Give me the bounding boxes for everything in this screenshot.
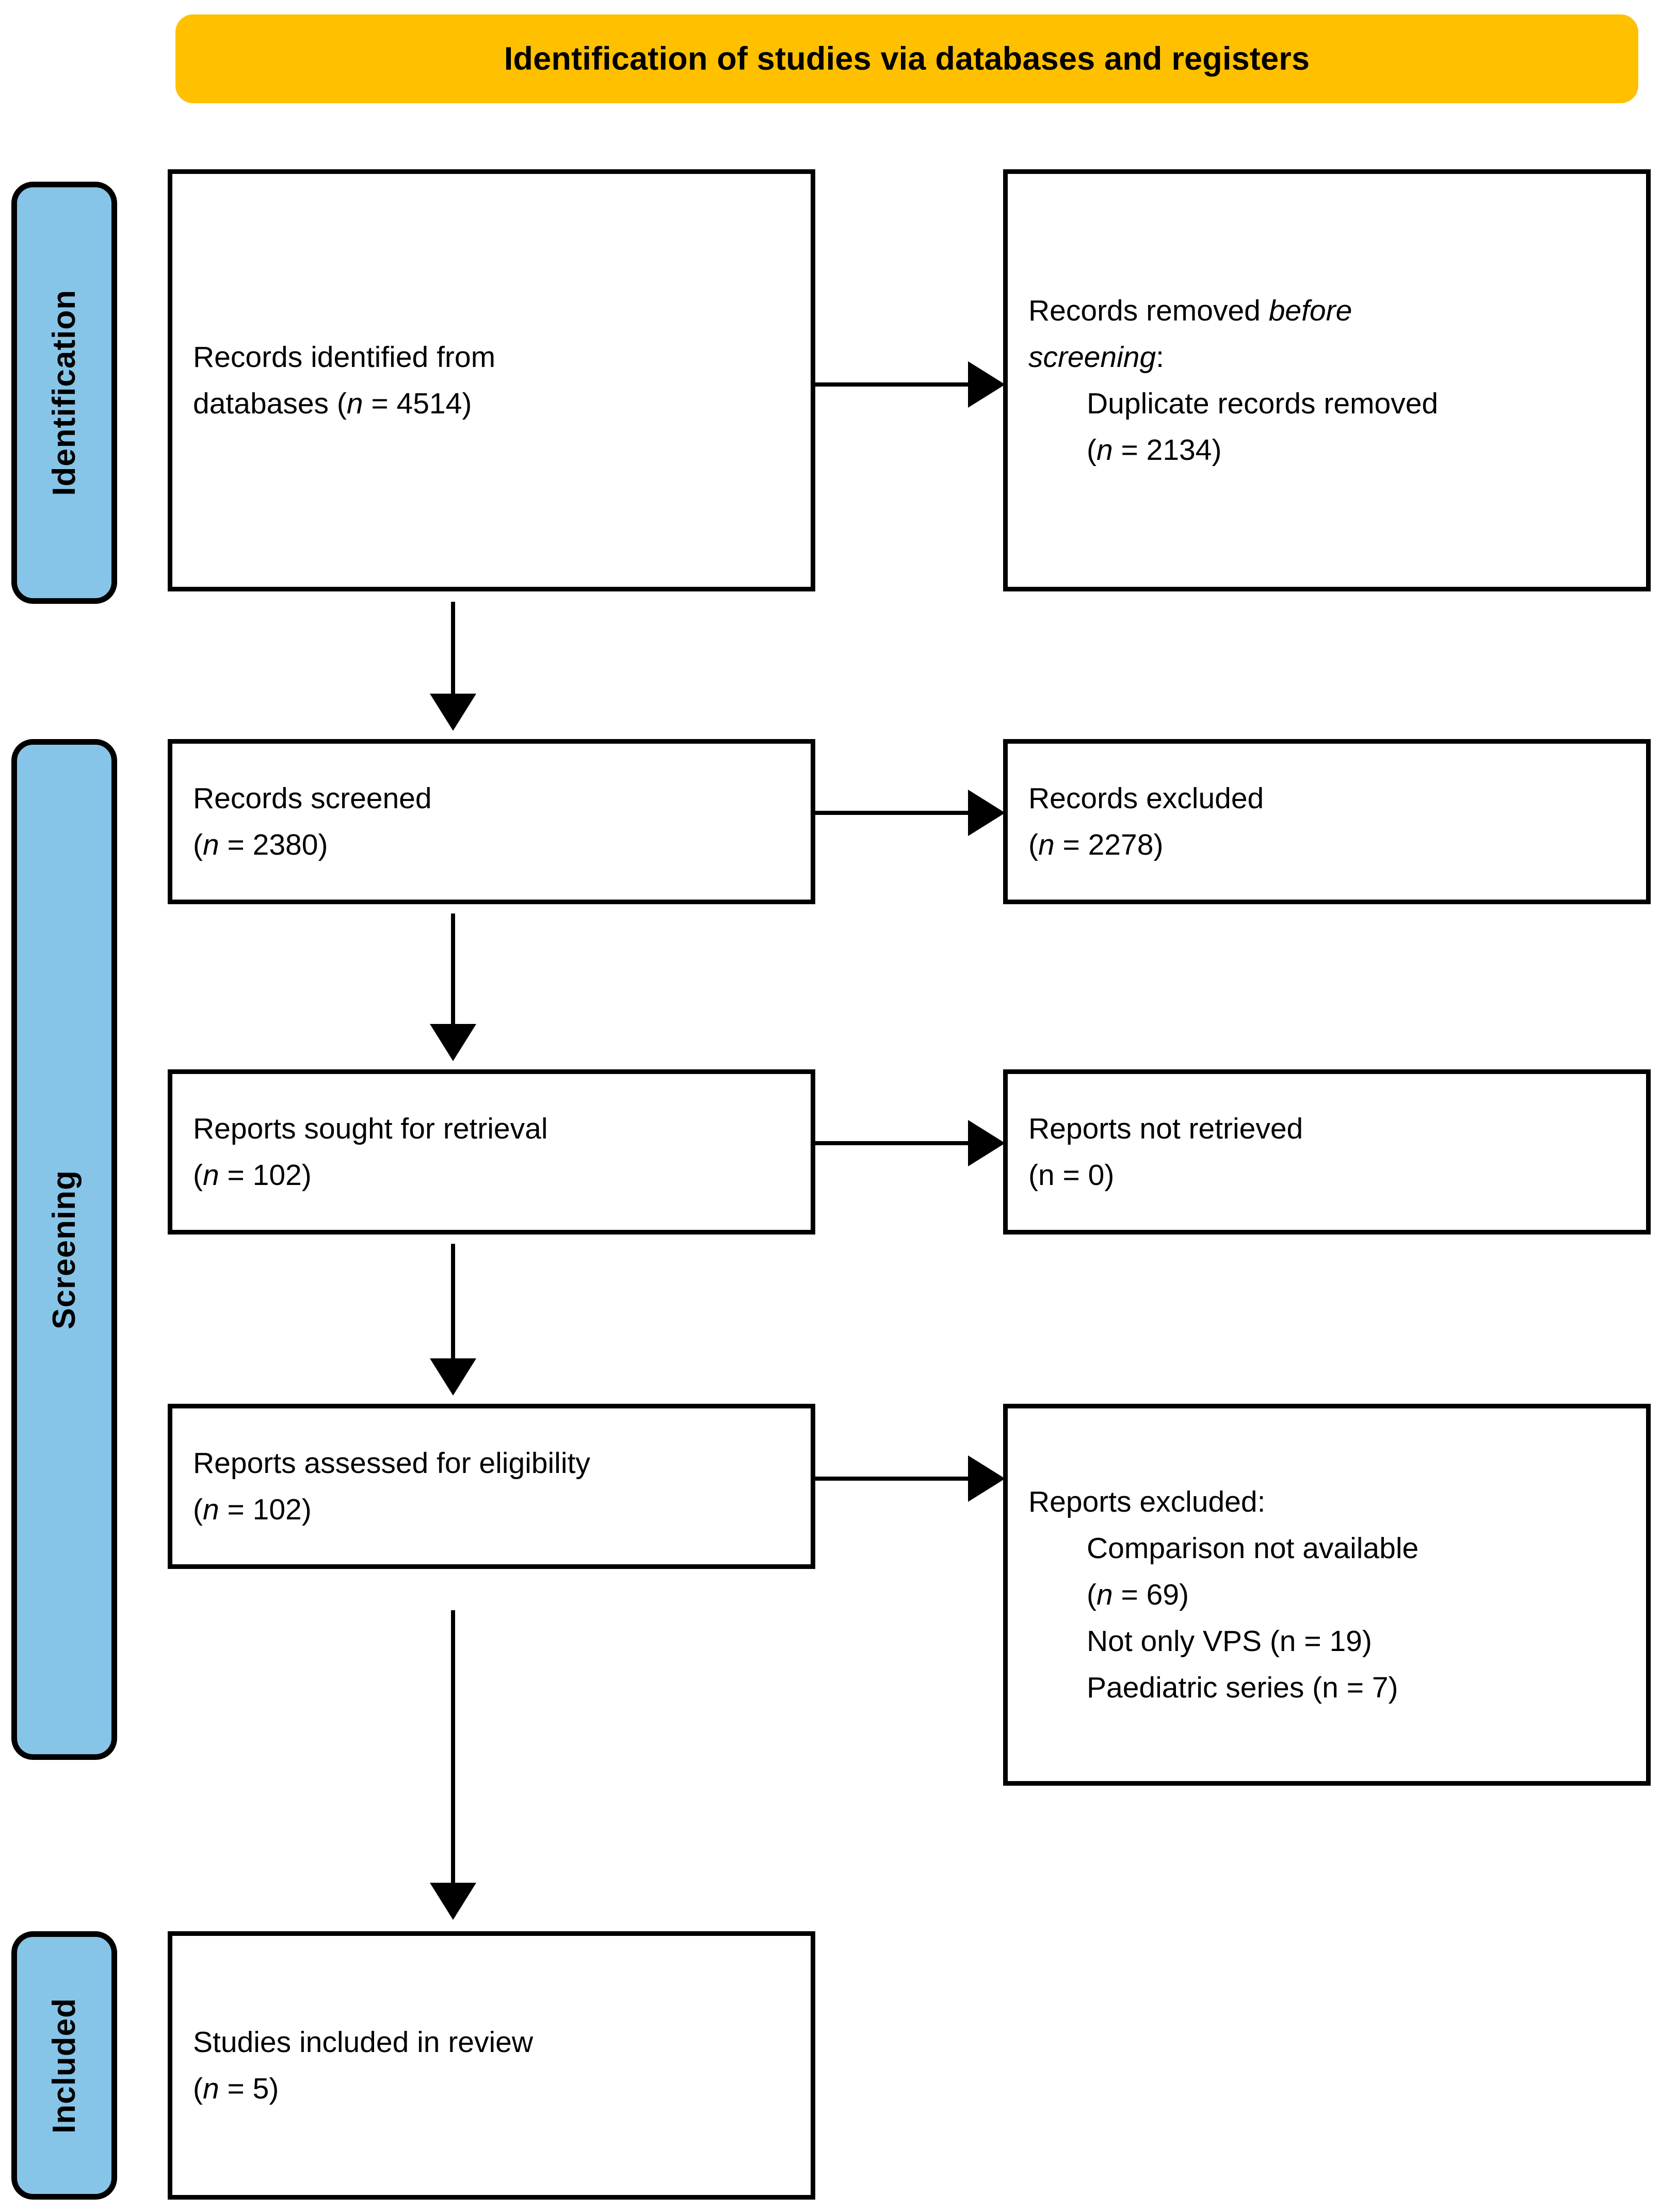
box-line: (n = 2380) (193, 822, 790, 868)
box-line: Comparison not available (1087, 1531, 1419, 1565)
box-line: Paediatric series (n = 7) (1087, 1671, 1398, 1705)
box-line: Reports excluded: (1028, 1485, 1266, 1518)
text-fragment: ( (193, 1159, 203, 1192)
arrow-right-identified-to-removed (815, 361, 1005, 408)
italic-screening: screening (1028, 340, 1156, 374)
text-fragment: ( (1087, 434, 1096, 467)
box-line: Records excluded (1028, 781, 1264, 815)
arrow-head-right-icon (968, 361, 1005, 408)
box-studies-included: Studies included in review (n = 5) (168, 1931, 815, 2200)
arrow-shaft (451, 1610, 455, 1883)
box-line: Records removed before (1028, 287, 1625, 334)
arrow-shaft (815, 382, 970, 387)
box-line: (n = 2278) (1028, 822, 1625, 868)
text-fragment: = 2380) (219, 828, 328, 861)
box-records-identified: Records identified from databases (n = 4… (168, 169, 815, 591)
arrow-down-identified-to-screened (430, 602, 476, 731)
box-reports-not-retrieved: Reports not retrieved (n = 0) (1003, 1069, 1651, 1235)
stage-label-screening: Screening (11, 739, 117, 1760)
box-line: Duplicate records removed (1087, 387, 1439, 420)
arrow-right-screened-to-excluded (815, 790, 1005, 836)
box-line: Studies included in review (193, 2025, 534, 2059)
text-fragment: = 69) (1112, 1578, 1189, 1611)
box-reports-excluded: Reports excluded: Comparison not availab… (1003, 1404, 1651, 1786)
arrow-head-right-icon (968, 1455, 1005, 1502)
text-fragment: : (1156, 340, 1164, 374)
arrow-shaft (451, 1244, 455, 1358)
box-line: Records identified from (193, 340, 496, 374)
box-line: (n = 69) (1028, 1572, 1625, 1618)
box-reports-assessed: Reports assessed for eligibility (n = 10… (168, 1404, 815, 1569)
arrow-down-screened-to-sought (430, 913, 476, 1061)
text-fragment: = 2278) (1054, 828, 1164, 861)
italic-n: n (202, 2072, 219, 2105)
arrow-head-right-icon (968, 1120, 1005, 1166)
arrow-right-assessed-to-reports-excluded (815, 1455, 1005, 1502)
italic-n: n (202, 1493, 219, 1526)
box-line: (n = 102) (193, 1486, 790, 1533)
box-line: screening: (1028, 334, 1625, 380)
box-records-screened: Records screened (n = 2380) (168, 739, 815, 904)
box-line: (n = 2134) (1028, 427, 1625, 473)
box-records-excluded: Records excluded (n = 2278) (1003, 739, 1651, 904)
box-line: databases (n = 4514) (193, 380, 790, 427)
diagram-header-banner: Identification of studies via databases … (175, 14, 1638, 103)
box-line: Reports not retrieved (1028, 1112, 1303, 1145)
arrow-shaft (451, 913, 455, 1024)
arrow-down-assessed-to-included (430, 1610, 476, 1920)
text-fragment: ( (193, 1493, 203, 1526)
stage-label-screening-text: Screening (46, 1169, 82, 1329)
stage-label-identification-text: Identification (46, 290, 82, 496)
box-line: Reports assessed for eligibility (193, 1446, 590, 1480)
arrow-shaft (451, 602, 455, 694)
box-line: Not only VPS (n = 19) (1087, 1625, 1372, 1658)
italic-n: n (1096, 1578, 1113, 1611)
box-line: (n = 0) (1028, 1159, 1115, 1192)
italic-n: n (202, 828, 219, 861)
text-fragment: = 5) (219, 2072, 279, 2105)
stage-label-included: Included (11, 1931, 117, 2200)
arrow-shaft (815, 1141, 970, 1145)
italic-n: n (346, 387, 363, 420)
stage-label-identification: Identification (11, 182, 117, 604)
box-line: Records screened (193, 781, 432, 815)
italic-n: n (202, 1159, 219, 1192)
arrow-head-right-icon (968, 790, 1005, 836)
text-fragment: = 4514) (363, 387, 472, 420)
arrow-down-sought-to-assessed (430, 1244, 476, 1396)
arrow-head-down-icon (430, 694, 476, 731)
arrow-shaft (815, 811, 970, 815)
box-line: Reports sought for retrieval (193, 1112, 548, 1145)
box-line: (n = 5) (193, 2065, 790, 2112)
arrow-head-down-icon (430, 1883, 476, 1920)
text-fragment: = 102) (219, 1159, 312, 1192)
arrow-head-down-icon (430, 1024, 476, 1061)
text-fragment: = 2134) (1112, 434, 1222, 467)
text-fragment: Records removed (1028, 294, 1269, 327)
box-line: (n = 102) (193, 1152, 790, 1198)
italic-before: before (1268, 294, 1352, 327)
arrow-head-down-icon (430, 1358, 476, 1396)
text-fragment: databases ( (193, 387, 347, 420)
italic-n: n (1096, 434, 1113, 467)
text-fragment: ( (1087, 1578, 1096, 1611)
box-reports-sought: Reports sought for retrieval (n = 102) (168, 1069, 815, 1235)
box-records-removed: Records removed before screening: Duplic… (1003, 169, 1651, 591)
page-title: Identification of studies via databases … (504, 41, 1310, 77)
text-fragment: = 102) (219, 1493, 312, 1526)
stage-label-included-text: Included (46, 1997, 82, 2134)
text-fragment: ( (193, 2072, 203, 2105)
text-fragment: ( (193, 828, 203, 861)
arrow-shaft (815, 1477, 970, 1481)
arrow-right-sought-to-not-retrieved (815, 1120, 1005, 1166)
italic-n: n (1038, 828, 1055, 861)
text-fragment: ( (1028, 828, 1038, 861)
